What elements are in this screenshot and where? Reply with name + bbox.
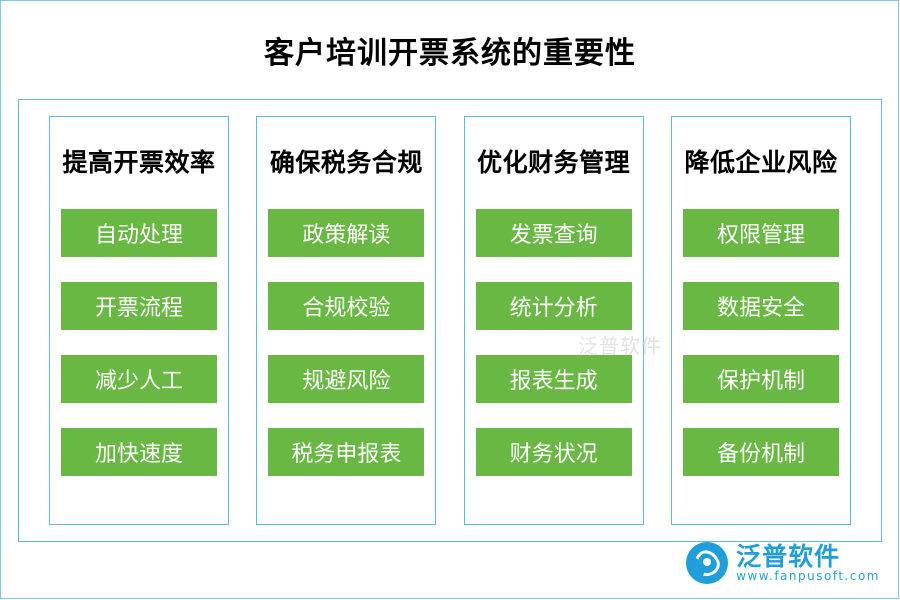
column-heading: 提高开票效率 xyxy=(62,148,216,177)
column-item[interactable]: 减少人工 xyxy=(61,355,217,403)
logo-text: 泛普软件 www.fanpusoft.com xyxy=(736,541,880,583)
column-item[interactable]: 合规校验 xyxy=(268,282,425,330)
logo-name-en: www.fanpusoft.com xyxy=(736,568,880,583)
diagram-column-4: 降低企业风险 权限管理 数据安全 保护机制 备份机制 xyxy=(670,116,851,525)
column-heading: 确保税务合规 xyxy=(269,148,423,177)
column-item[interactable]: 数据安全 xyxy=(682,282,839,330)
page-title: 客户培训开票系统的重要性 xyxy=(264,36,636,71)
column-heading: 降低企业风险 xyxy=(684,148,838,177)
logo-name-cn: 泛普软件 xyxy=(736,541,841,571)
column-item[interactable]: 税务申报表 xyxy=(268,428,425,476)
column-item[interactable]: 备份机制 xyxy=(682,428,839,476)
diagram-container: 提高开票效率 自动处理 开票流程 减少人工 加快速度 确保税务合规 政策解读 合… xyxy=(18,99,882,542)
column-item[interactable]: 政策解读 xyxy=(268,209,425,257)
column-item[interactable]: 财务状况 xyxy=(475,428,632,476)
column-item[interactable]: 报表生成 xyxy=(475,355,632,403)
brand-logo: 泛普软件 www.fanpusoft.com xyxy=(686,540,880,586)
column-item[interactable]: 规避风险 xyxy=(268,355,425,403)
column-item[interactable]: 发票查询 xyxy=(475,209,632,257)
column-item[interactable]: 自动处理 xyxy=(61,209,217,257)
column-item[interactable]: 统计分析 xyxy=(475,282,632,330)
column-item[interactable]: 加快速度 xyxy=(61,428,217,476)
diagram-column-1: 提高开票效率 自动处理 开票流程 减少人工 加快速度 xyxy=(49,116,229,525)
globe-icon xyxy=(686,542,729,584)
column-heading: 优化财务管理 xyxy=(477,148,631,177)
column-item[interactable]: 权限管理 xyxy=(682,209,839,257)
diagram-column-3: 优化财务管理 发票查询 统计分析 报表生成 财务状况 xyxy=(463,116,644,525)
column-item[interactable]: 保护机制 xyxy=(682,355,839,403)
diagram-column-2: 确保税务合规 政策解读 合规校验 规避风险 税务申报表 xyxy=(256,116,437,525)
column-item[interactable]: 开票流程 xyxy=(61,282,217,330)
columns-row: 提高开票效率 自动处理 开票流程 减少人工 加快速度 确保税务合规 政策解读 合… xyxy=(19,100,881,541)
